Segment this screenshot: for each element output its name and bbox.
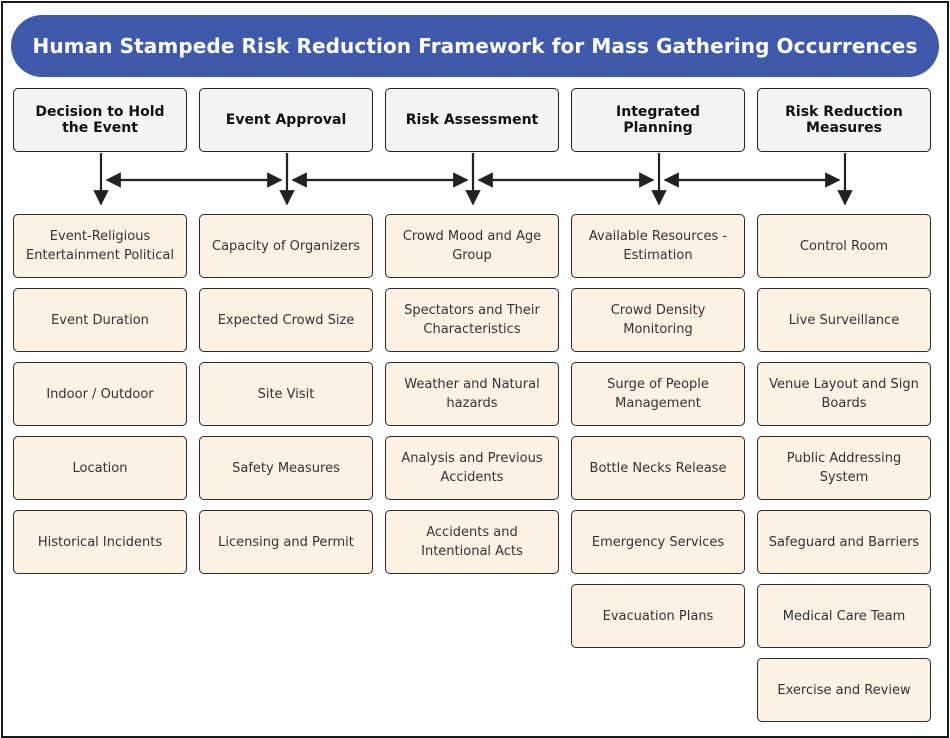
column-5-item-5: Safeguard and Barriers <box>757 510 931 574</box>
column-3-item-4: Analysis and Previous Accidents <box>385 436 559 500</box>
column-3-item-5: Accidents and Intentional Acts <box>385 510 559 574</box>
column-3-item-3: Weather and Natural hazards <box>385 362 559 426</box>
column-2-item-2: Expected Crowd Size <box>199 288 373 352</box>
column-1-item-5: Historical Incidents <box>13 510 187 574</box>
column-4-item-5: Emergency Services <box>571 510 745 574</box>
column-header-4: Integrated Planning <box>571 88 745 152</box>
column-4-item-6: Evacuation Plans <box>571 584 745 648</box>
column-5-item-4: Public Addressing System <box>757 436 931 500</box>
column-header-1: Decision to Hold the Event <box>13 88 187 152</box>
column-2-item-5: Licensing and Permit <box>199 510 373 574</box>
column-header-2: Event Approval <box>199 88 373 152</box>
column-3-item-1: Crowd Mood and Age Group <box>385 214 559 278</box>
column-3-item-2: Spectators and Their Characteristics <box>385 288 559 352</box>
diagram-title: Human Stampede Risk Reduction Framework … <box>11 15 939 77</box>
column-header-3: Risk Assessment <box>385 88 559 152</box>
column-4-item-2: Crowd Density Monitoring <box>571 288 745 352</box>
column-5-item-6: Medical Care Team <box>757 584 931 648</box>
column-1-item-2: Event Duration <box>13 288 187 352</box>
column-5-item-2: Live Surveillance <box>757 288 931 352</box>
column-1-item-4: Location <box>13 436 187 500</box>
column-2-item-4: Safety Measures <box>199 436 373 500</box>
column-5-item-3: Venue Layout and Sign Boards <box>757 362 931 426</box>
column-header-5: Risk Reduction Measures <box>757 88 931 152</box>
column-2-item-1: Capacity of Organizers <box>199 214 373 278</box>
column-4-item-4: Bottle Necks Release <box>571 436 745 500</box>
column-5-item-1: Control Room <box>757 214 931 278</box>
column-2-item-3: Site Visit <box>199 362 373 426</box>
column-4-item-3: Surge of People Management <box>571 362 745 426</box>
column-1-item-3: Indoor / Outdoor <box>13 362 187 426</box>
column-5-item-7: Exercise and Review <box>757 658 931 722</box>
column-4-item-1: Available Resources - Estimation <box>571 214 745 278</box>
column-1-item-1: Event-Religious Entertainment Political <box>13 214 187 278</box>
